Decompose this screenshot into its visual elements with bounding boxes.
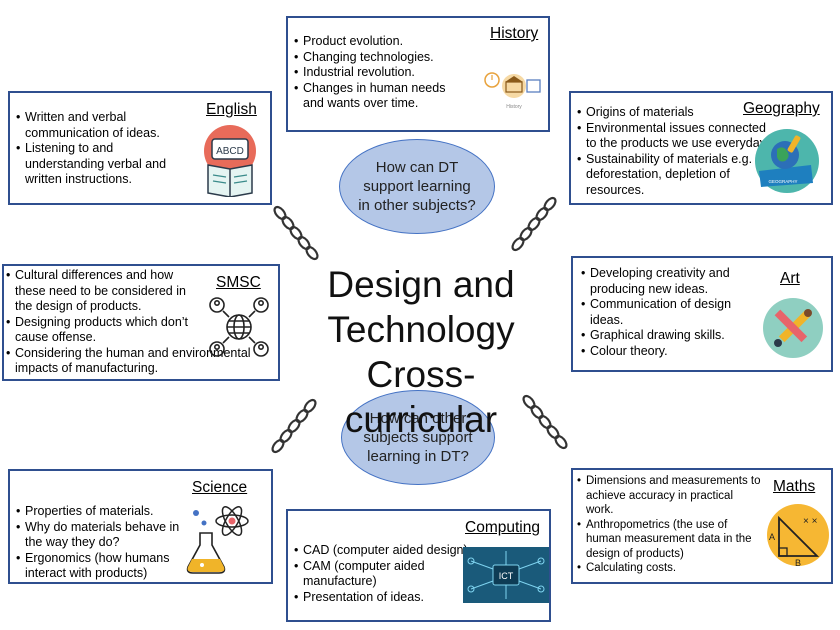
- pencil-brush-icon: [763, 298, 823, 358]
- abcd-book-icon: ABCD: [204, 125, 256, 197]
- center-title-line3: Cross-curricular: [344, 354, 498, 440]
- geography-box: Origins of materials Environmental issue…: [569, 91, 833, 205]
- smsc-list: Cultural differences and how these need …: [6, 268, 278, 377]
- computing-item: CAM (computer aided manufacture): [294, 559, 470, 590]
- maths-box: Dimensions and measurements to achieve a…: [571, 468, 833, 584]
- geography-list: Origins of materials Environmental issue…: [577, 105, 777, 198]
- science-title: Science: [192, 479, 248, 496]
- english-title: English: [206, 101, 257, 118]
- science-item: Why do materials behave in the way they …: [16, 520, 196, 551]
- globe-book-icon: GEOGRAPHY: [755, 129, 819, 193]
- history-item: Changes in human needs and wants over ti…: [294, 81, 464, 112]
- computing-title: Computing: [465, 519, 540, 536]
- computing-icon-caption: ICT: [499, 571, 514, 581]
- chain-link-icon: [271, 398, 317, 454]
- chain-link-icon: [522, 394, 568, 450]
- geography-item: Sustainability of materials e.g. defores…: [577, 152, 777, 199]
- english-icon-caption: ABCD: [216, 146, 244, 157]
- maths-item: Anthropometrics (the use of human measur…: [577, 518, 761, 562]
- chain-link-icon: [511, 196, 557, 252]
- art-item: Communication of design ideas.: [581, 297, 753, 328]
- maths-title: Maths: [773, 478, 816, 495]
- smsc-item: Cultural differences and how these need …: [6, 268, 193, 315]
- ict-circuit-icon: ICT: [463, 547, 549, 603]
- history-icon-caption: History: [506, 104, 522, 110]
- smsc-item: Considering the human and environmental …: [6, 346, 278, 377]
- history-item: Product evolution.: [294, 34, 464, 50]
- question-bottom-text: How can other subjects support learning …: [363, 410, 473, 465]
- art-item: Developing creativity and producing new …: [581, 266, 753, 297]
- art-list: Developing creativity and producing new …: [581, 266, 753, 359]
- history-museum-icon: History: [484, 72, 541, 110]
- question-top-text: How can DT support learning in other sub…: [358, 159, 476, 214]
- art-box: Developing creativity and producing new …: [571, 256, 833, 372]
- chain-link-icon: [273, 205, 319, 261]
- maths-item: Calculating costs.: [577, 561, 761, 576]
- computing-list: CAD (computer aided design) CAM (compute…: [294, 543, 470, 605]
- center-title: Design and Technology Cross-curricular: [300, 262, 542, 442]
- svg-text:× ×: × ×: [803, 516, 818, 527]
- science-list: Properties of materials. Why do material…: [16, 504, 196, 582]
- maths-icon-label-b: B: [795, 558, 801, 568]
- english-box: Written and verbal communication of idea…: [8, 91, 272, 205]
- science-item: Ergonomics (how humans interact with pro…: [16, 551, 196, 582]
- english-item: Listening to and understanding verbal an…: [16, 141, 194, 188]
- geography-icon-caption: GEOGRAPHY: [768, 179, 797, 184]
- smsc-item: Designing products which don’t cause off…: [6, 315, 193, 346]
- center-title-line1: Design and: [327, 264, 515, 305]
- geography-item: Environmental issues connected to the pr…: [577, 121, 777, 152]
- question-top-ellipse: How can DT support learning in other sub…: [339, 139, 495, 234]
- history-title: History: [490, 25, 539, 42]
- geography-title: Geography: [743, 100, 820, 117]
- history-item: Industrial revolution.: [294, 65, 464, 81]
- geography-item: Origins of materials: [577, 105, 777, 121]
- computing-box: CAD (computer aided design) CAM (compute…: [286, 509, 551, 622]
- science-box: Properties of materials. Why do material…: [8, 469, 273, 584]
- geometry-triangle-icon: × × A B: [767, 504, 829, 568]
- computing-item: CAD (computer aided design): [294, 543, 470, 559]
- maths-icon-label-a: A: [769, 532, 775, 542]
- smsc-title: SMSC: [216, 274, 261, 291]
- art-title: Art: [780, 270, 800, 287]
- question-bottom-ellipse: How can other subjects support learning …: [341, 390, 495, 485]
- history-item: Changing technologies.: [294, 50, 464, 66]
- maths-list: Dimensions and measurements to achieve a…: [577, 474, 761, 576]
- flask-atom-icon: [186, 506, 249, 574]
- english-item: Written and verbal communication of idea…: [16, 110, 194, 141]
- computing-item: Presentation of ideas.: [294, 590, 470, 606]
- maths-item: Dimensions and measurements to achieve a…: [577, 474, 761, 518]
- global-people-icon: [209, 297, 269, 357]
- smsc-box: Cultural differences and how these need …: [2, 264, 280, 381]
- center-title-line2: Technology: [327, 309, 515, 350]
- art-item: Graphical drawing skills.: [581, 328, 753, 344]
- english-list: Written and verbal communication of idea…: [16, 110, 194, 188]
- science-item: Properties of materials.: [16, 504, 196, 520]
- history-list: Product evolution. Changing technologies…: [294, 34, 464, 112]
- art-item: Colour theory.: [581, 344, 753, 360]
- history-box: Product evolution. Changing technologies…: [286, 16, 550, 132]
